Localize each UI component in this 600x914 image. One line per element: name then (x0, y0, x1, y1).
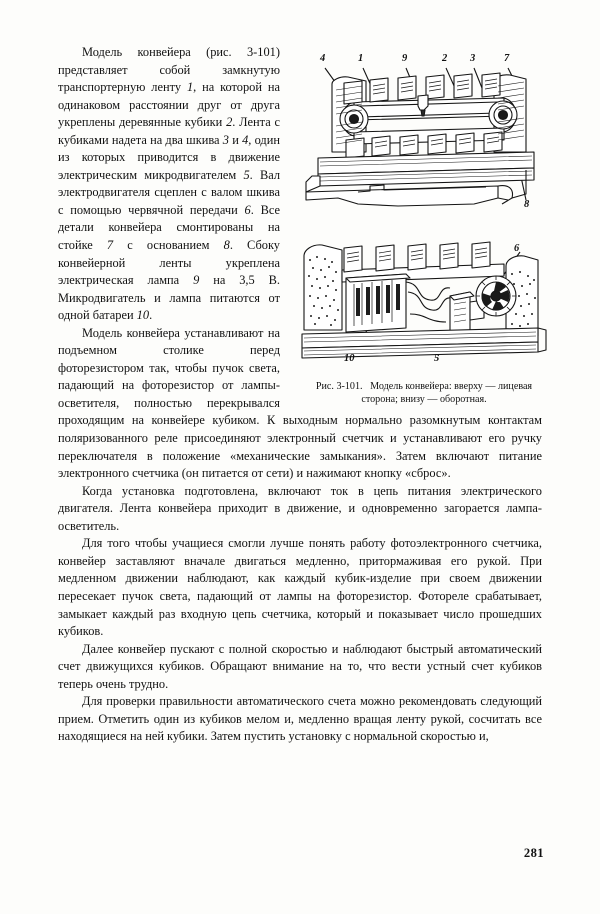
figure-top-illustration: 4 1 9 2 3 7 8 (298, 40, 550, 218)
callout-1: 1 (358, 53, 364, 64)
ref-1: 1 (186, 80, 194, 95)
callout-3: 3 (470, 53, 476, 64)
ref-10: 10 (136, 308, 150, 323)
callout-7: 7 (504, 53, 510, 64)
p1-seg-g: . Все детали конвейера смонтированы на с… (58, 202, 280, 253)
callout-8: 8 (524, 199, 530, 210)
callout-6: 6 (514, 243, 520, 254)
p1-seg-f: . Вал электродвигателя сцеплен с валом ш… (58, 167, 280, 217)
ref-5: 5 (243, 167, 250, 182)
conveyor-front-view-drawing (305, 67, 535, 207)
paragraph-4: Для того чтобы учащиеся смогли лучше пон… (58, 536, 542, 639)
p1-seg-j: . Сбоку конвейерной ленты укреплена элек… (58, 238, 281, 288)
ref-2: 2 (226, 115, 233, 130)
page-body-text: Модель конвейера (рис. 3-101) представля… (58, 44, 542, 746)
callout-10: 10 (344, 353, 355, 364)
callout-5: 5 (434, 353, 440, 364)
ref-9: 9 (193, 273, 200, 288)
callout-2: 2 (442, 53, 448, 64)
paragraph-5: Далее конвейер пускают с полной скорость… (58, 641, 542, 691)
figure-text-wrap-spacer (290, 44, 542, 396)
p1-seg-k: на 3,5 В. Микродвигатель и лампа питаютс… (58, 273, 280, 323)
ref-7: 7 (106, 238, 114, 253)
p1-seg-b: , на которой на одинаковом расстоянии др… (58, 80, 280, 130)
ref-8: 8 (223, 238, 230, 253)
p1-seg-c: . Лента с кубиками надета на два шкива (58, 115, 281, 147)
figure-bottom-illustration: 6 10 5 (298, 226, 550, 374)
paragraph-6: Для проверки правильности автоматическог… (58, 694, 542, 744)
figure-caption: Рис. 3-101. Модель конвейера: вверху — л… (298, 380, 550, 407)
ref-4: 4 (242, 132, 249, 147)
ref-3: 3 (222, 132, 229, 147)
figure-3-101: 4 1 9 2 3 7 8 (298, 40, 550, 407)
p1-seg-h: с основанием (113, 238, 224, 253)
paragraph-3: Когда установка подготовлена, включают т… (58, 483, 542, 533)
callout-4: 4 (320, 53, 326, 64)
conveyor-rear-view-drawing (301, 241, 547, 359)
paragraph-1: Модель конвейера (рис. 3-101) представля… (58, 44, 542, 325)
p1-seg-d: и (228, 132, 243, 147)
p1-seg-a: Модель конвейера (рис. 3-101) представля… (58, 45, 280, 95)
page-number: 281 (523, 846, 544, 860)
callout-9: 9 (402, 53, 408, 64)
ref-6: 6 (244, 202, 251, 217)
p1-seg-l: . (149, 308, 153, 323)
figure-caption-text: Модель конвейера: вверху — лицевая сторо… (361, 381, 533, 406)
p1-seg-e: , один из которых приводится в движение … (58, 132, 280, 182)
figure-caption-label: Рис. 3-101. (315, 381, 363, 392)
paragraph-2: Модель конвейера устанавливают на подъем… (58, 325, 542, 481)
